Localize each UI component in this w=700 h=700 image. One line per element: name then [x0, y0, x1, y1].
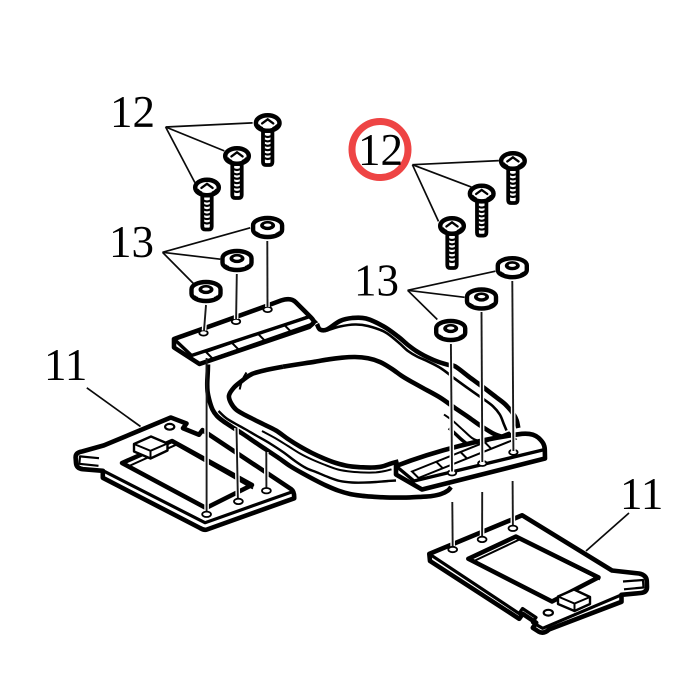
svg-text:12: 12	[358, 125, 403, 175]
svg-text:13: 13	[354, 256, 399, 306]
svg-text:11: 11	[620, 469, 663, 519]
svg-text:12: 12	[110, 87, 155, 137]
svg-text:13: 13	[109, 217, 154, 267]
svg-text:11: 11	[44, 340, 87, 390]
